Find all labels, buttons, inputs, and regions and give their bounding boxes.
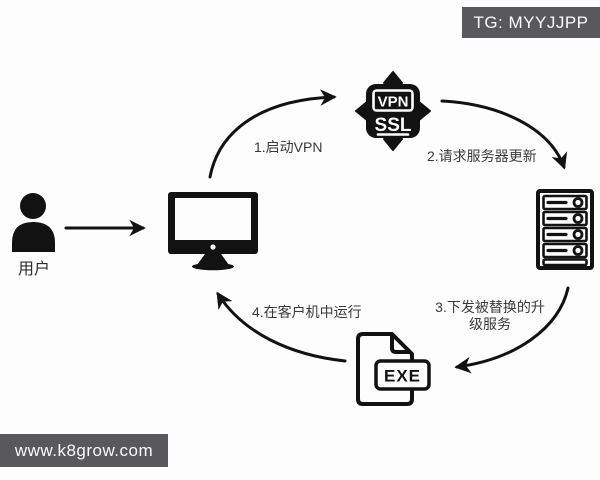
vpn-ssl-icon: VPN SSL xyxy=(355,71,431,151)
step3-label: 3.下发被替换的升级服务 xyxy=(435,299,545,332)
user-label: 用户 xyxy=(17,261,50,278)
arrow-step3-server-to-exe xyxy=(454,286,570,374)
vpn-icon-text-line2: SSL xyxy=(375,115,412,136)
client-computer-icon xyxy=(168,192,258,271)
exe-file-icon: EXE xyxy=(356,332,431,406)
arrow-step1-client-to-vpn xyxy=(208,89,337,179)
exe-icon-text: EXE xyxy=(384,367,421,386)
arrow-step2-vpn-to-server xyxy=(440,99,568,170)
arrow-step4-exe-to-client xyxy=(216,291,347,363)
telegram-watermark-banner: TG: MYYJJPP xyxy=(462,7,600,38)
server-icon xyxy=(536,189,594,270)
vpn-icon-text-line1: VPN xyxy=(378,94,409,111)
website-watermark-banner: www.k8grow.com xyxy=(0,434,168,467)
user-icon xyxy=(12,193,55,252)
step1-label: 1.启动VPN xyxy=(254,139,323,155)
step2-label: 2.请求服务器更新 xyxy=(427,148,537,164)
step4-label: 4.在客户机中运行 xyxy=(252,304,362,320)
